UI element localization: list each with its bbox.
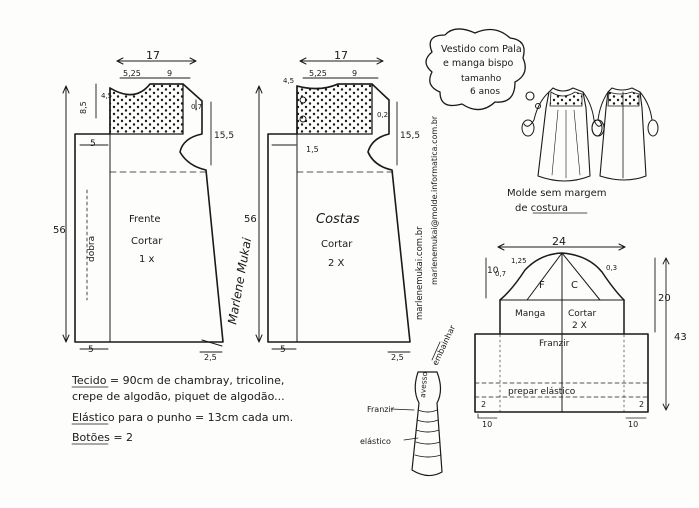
front-fold: dobra [87, 236, 97, 262]
website-email: marlenemukai@molde.informatica.com.br [430, 115, 439, 285]
cuff-gather-label: Franzir [367, 405, 395, 414]
no-seam-line2: de costura [515, 203, 568, 214]
bubble-line3: tamanho [461, 74, 502, 84]
signature: Marlene Mukai [225, 236, 254, 326]
front-length: 56 [53, 225, 66, 236]
back-width: 17 [334, 49, 348, 62]
back-yoke-left: 5,25 [309, 69, 327, 78]
sleeve-bottom-left: 10 [482, 420, 492, 429]
back-title: Costas [316, 212, 360, 227]
front-top-left: 4,5 [101, 92, 112, 100]
front-yoke [109, 83, 184, 135]
sleeve-length: 20 [658, 293, 671, 304]
notes: Tecido = 90cm de chambray, tricoline, cr… [71, 374, 293, 445]
no-seam-line1: Molde sem margem [507, 188, 607, 199]
sleeve-left-small: 1,25 [511, 257, 527, 265]
back-top-left: 4,5 [283, 77, 294, 85]
back-piece: 17 4,5 5,25 9 0,2 15,5 1,5 56 Costas Cor… [244, 49, 420, 362]
front-qty: 1 x [139, 254, 155, 265]
bubble-line4: 6 anos [470, 87, 500, 97]
front-hem-flare: 2,5 [204, 353, 217, 362]
sleeve-elastic: prepar elástico [508, 387, 576, 397]
back-shoulder-drop: 0,2 [377, 111, 388, 119]
sleeve-piece-f: F [539, 280, 545, 291]
cuff-detail: embainhar avesso Franzir elástico [360, 323, 458, 477]
notes-buttons: Botões = 2 [72, 431, 133, 444]
sleeve-gather: Franzir [539, 339, 570, 349]
sleeve-cut: Cortar [568, 309, 597, 319]
sleeve-total: 43 [674, 332, 687, 343]
cuff-hem-label: embainhar [431, 323, 458, 367]
back-outline [267, 83, 411, 343]
button-icon [299, 115, 307, 123]
front-yoke-left: 5,25 [123, 69, 141, 78]
sleeve-piece: 24 1,25 0,3 0,7 10 F C Manga Cortar 2 X … [474, 235, 687, 429]
front-yoke-right: 9 [167, 69, 172, 78]
dress-back-illustration [591, 87, 659, 181]
back-cut: Cortar [321, 239, 353, 250]
front-shoulder-drop: 0,7 [191, 103, 202, 111]
sleeve-cap-left: 0,7 [495, 270, 506, 278]
cuff-fold-label: avesso [418, 371, 429, 398]
back-hem-flare: 2,5 [391, 353, 404, 362]
back-hem-left: 5 [280, 345, 286, 355]
back-qty: 2 X [328, 258, 345, 269]
bubble-line2: e manga bispo [443, 58, 513, 69]
sleeve-right-small: 0,3 [606, 264, 617, 272]
back-yoke [296, 83, 373, 135]
website-vertical: marlenemukai.com.br [415, 226, 425, 320]
back-yoke-right: 9 [352, 69, 357, 78]
button-icon [299, 96, 307, 104]
front-outline [74, 83, 224, 343]
sleeve-piece-c: C [571, 280, 578, 291]
sleeve-bottom-right: 10 [628, 420, 638, 429]
sleeve-width: 24 [552, 235, 566, 248]
front-piece: 17 5,25 9 4,5 8,5 0,7 15,5 5 56 dobra Fr… [53, 49, 234, 362]
front-hem-left-top: 5 [90, 139, 96, 149]
front-neck-drop: 8,5 [79, 101, 88, 114]
notes-elastic: Elástico para o punho = 13cm cada um. [72, 411, 293, 424]
front-title: Frente [129, 214, 160, 225]
front-armhole: 15,5 [214, 131, 234, 141]
front-cut: Cortar [131, 236, 163, 247]
front-width: 17 [146, 49, 160, 62]
notes-fabric-1: Tecido = 90cm de chambray, tricoline, [71, 374, 284, 387]
sleeve-qty: 2 X [572, 321, 587, 331]
sleeve-body [474, 333, 649, 413]
sleeve-label: Manga [515, 309, 545, 319]
back-length: 56 [244, 214, 257, 225]
back-armhole: 15,5 [400, 131, 420, 141]
sleeve-cap-height: 10 [487, 266, 499, 276]
notes-fabric-2: crepe de algodão, piquet de algodão... [72, 390, 285, 403]
cuff-elastic-label: elástico [360, 437, 391, 446]
front-hem-left: 5 [88, 345, 94, 355]
sleeve-cuff-left: 2 [481, 400, 486, 409]
bubble-line1: Vestido com Pala [441, 44, 522, 55]
dress-front-illustration [521, 87, 605, 182]
title-bubble: Vestido com Pala e manga bispo tamanho 6… [425, 28, 541, 111]
back-neck-drop: 1,5 [306, 145, 319, 154]
sleeve-cuff-right: 2 [639, 400, 644, 409]
